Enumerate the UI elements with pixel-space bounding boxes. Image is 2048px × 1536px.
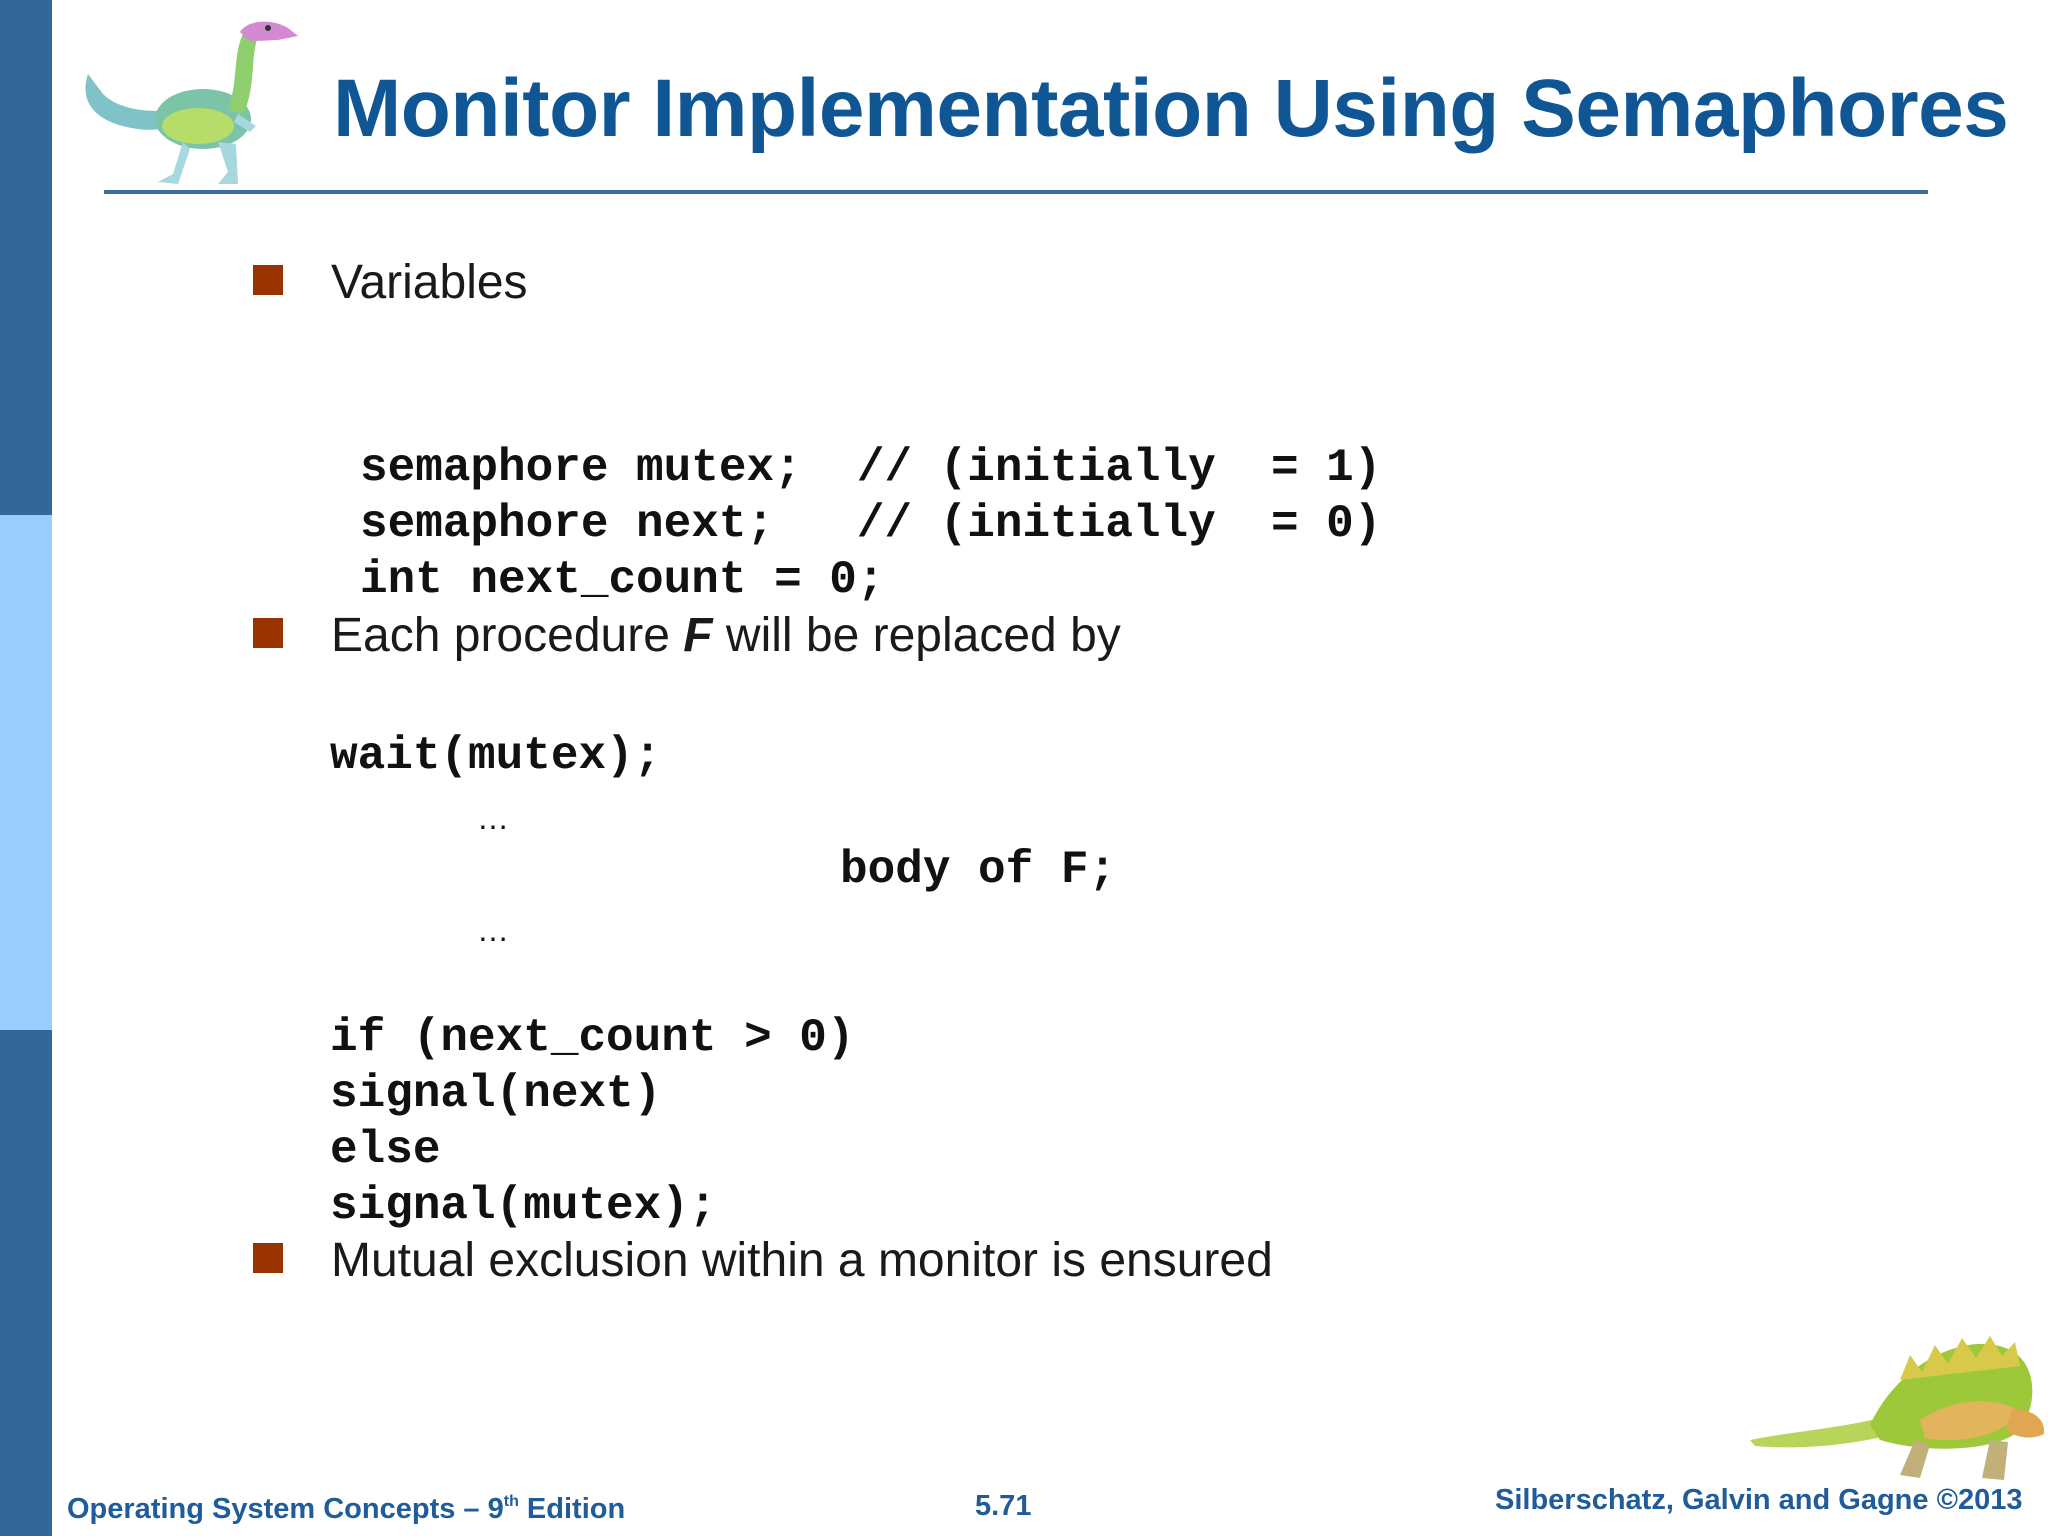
footer-book-title: Operating System Concepts – 9th Edition: [67, 1493, 625, 1526]
sidebar-band-top: [0, 0, 52, 515]
code-line: semaphore next; // (initially = 0): [360, 498, 1382, 550]
bullet-square-icon: [253, 265, 283, 295]
sidebar-band-middle: [0, 515, 52, 1030]
code-line: signal(next): [330, 1068, 662, 1120]
bullet-square-icon: [253, 1243, 283, 1273]
code-line: signal(mutex);: [330, 1180, 717, 1232]
footer-copyright: Silberschatz, Galvin and Gagne ©2013: [1495, 1484, 2023, 1516]
slide-title: Monitor Implementation Using Semaphores: [333, 63, 2009, 154]
bullet-procedure: Each procedure F will be replaced by: [331, 608, 1121, 663]
code-line: semaphore mutex; // (initially = 1): [360, 442, 1382, 494]
footer-edition-superscript: th: [503, 1493, 519, 1510]
code-ellipsis: …: [477, 800, 509, 836]
footer-book-title-prefix: Operating System Concepts – 9: [67, 1493, 504, 1525]
code-ellipsis: …: [477, 912, 509, 948]
bullet-procedure-text-before: Each procedure: [331, 609, 670, 662]
footer-book-title-suffix: Edition: [518, 1493, 626, 1525]
title-divider: [104, 190, 1928, 194]
bullet-procedure-text-after: will be replaced by: [725, 609, 1121, 662]
bullet-variables: Variables: [331, 256, 528, 309]
footer-slide-number: 5.71: [975, 1490, 1032, 1522]
code-line: if (next_count > 0): [330, 1012, 855, 1064]
bullet-mutual-exclusion: Mutual exclusion within a monitor is ens…: [331, 1234, 1273, 1287]
sidebar-band-bottom: [0, 1030, 52, 1536]
code-body-of-f: body of F;: [840, 844, 1117, 896]
procedure-name-emphasis: F: [683, 609, 713, 662]
bullet-square-icon: [253, 618, 283, 648]
variables-code-block: semaphore mutex; // (initially = 1)semap…: [360, 384, 1381, 664]
dinosaur-logo-top: [85, 21, 298, 184]
code-line: int next_count = 0;: [360, 554, 885, 606]
code-wait-mutex: wait(mutex);: [330, 730, 662, 782]
code-line: else: [330, 1124, 441, 1176]
dinosaur-logo-bottom: [1750, 1336, 2045, 1480]
